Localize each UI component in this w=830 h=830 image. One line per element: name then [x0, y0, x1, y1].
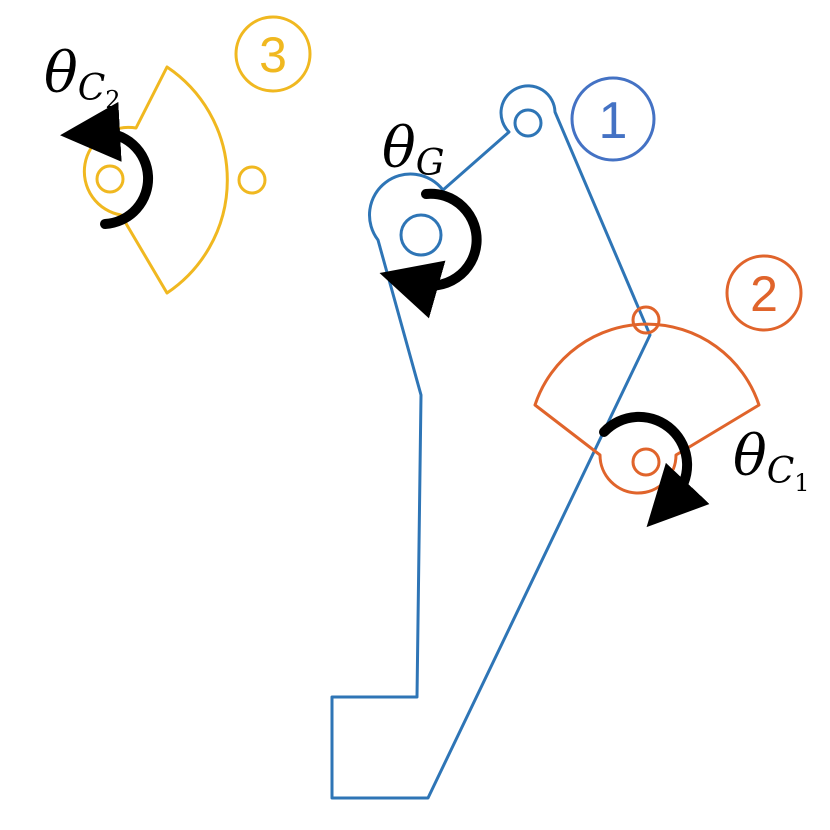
part-1-number: 1 [599, 92, 628, 150]
part-2-pivot-hole [631, 447, 661, 477]
part-3-pivot-hole [95, 164, 125, 194]
part-3-number-circle [234, 15, 312, 93]
part-1-outline [330, 84, 652, 800]
rotation-arrow-icon [599, 411, 710, 528]
rotation-arrow-icon [60, 101, 153, 229]
part-3-cam: 3 [82, 15, 312, 295]
part-3-number: 3 [259, 27, 287, 83]
part-2-number: 2 [750, 266, 778, 322]
theta-c2-label: θC2 [44, 41, 121, 114]
part-2-outline [533, 322, 761, 495]
part-1-number-circle [570, 76, 656, 162]
part-1-lever: 1 [330, 76, 656, 800]
rotation-arrow-icon [379, 188, 482, 319]
part-3-follower-hole [237, 165, 267, 195]
part-1-main-pivot-hole [399, 213, 443, 257]
part-2-number-circle [725, 254, 803, 332]
part-2-follower-hole [631, 305, 661, 335]
part-1-top-pivot-hole [513, 108, 543, 138]
theta-g-label: θG [382, 116, 444, 184]
part-2-cam: 2 [533, 254, 803, 495]
theta-c1-label: θC1 [733, 424, 810, 497]
